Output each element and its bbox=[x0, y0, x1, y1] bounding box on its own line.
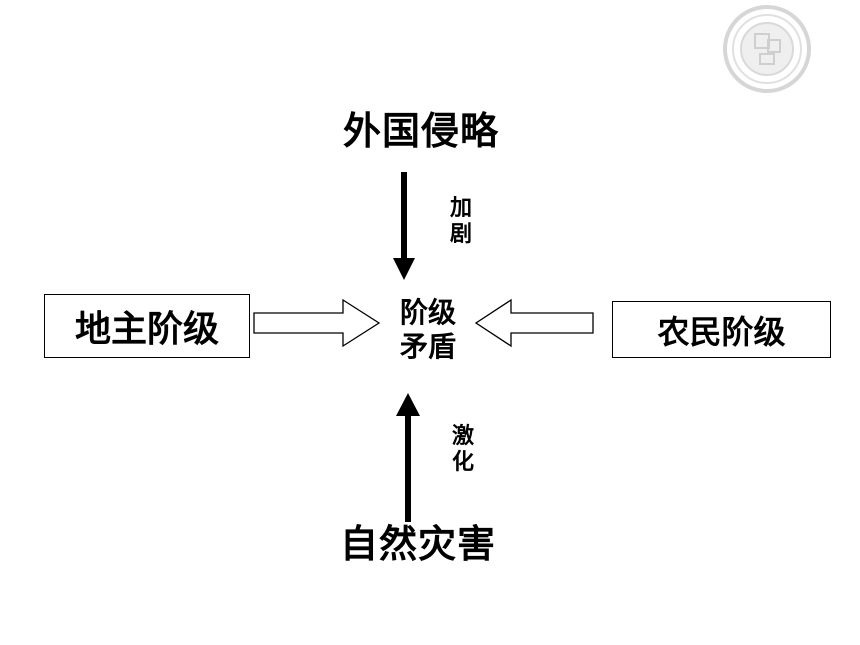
watermark-seal-icon bbox=[722, 4, 812, 94]
center-node-class-contradiction: 阶级矛盾 bbox=[399, 296, 456, 363]
bottom-node-natural-disasters: 自然灾害 bbox=[340, 522, 497, 566]
top-arrow-down bbox=[392, 172, 416, 282]
bottom-arrow-label: 激化 bbox=[451, 424, 474, 475]
bottom-arrow-up bbox=[395, 392, 421, 522]
top-arrow-label: 加剧 bbox=[449, 196, 472, 247]
top-node-foreign-invasion: 外国侵略 bbox=[343, 109, 500, 153]
right-node-peasant-class: 农民阶级 bbox=[612, 301, 831, 358]
left-node-landlord-class: 地主阶级 bbox=[44, 294, 250, 358]
left-arrow-right bbox=[253, 298, 381, 348]
right-arrow-left bbox=[474, 298, 595, 348]
left-node-label: 地主阶级 bbox=[74, 309, 219, 350]
right-node-label: 农民阶级 bbox=[657, 312, 786, 351]
